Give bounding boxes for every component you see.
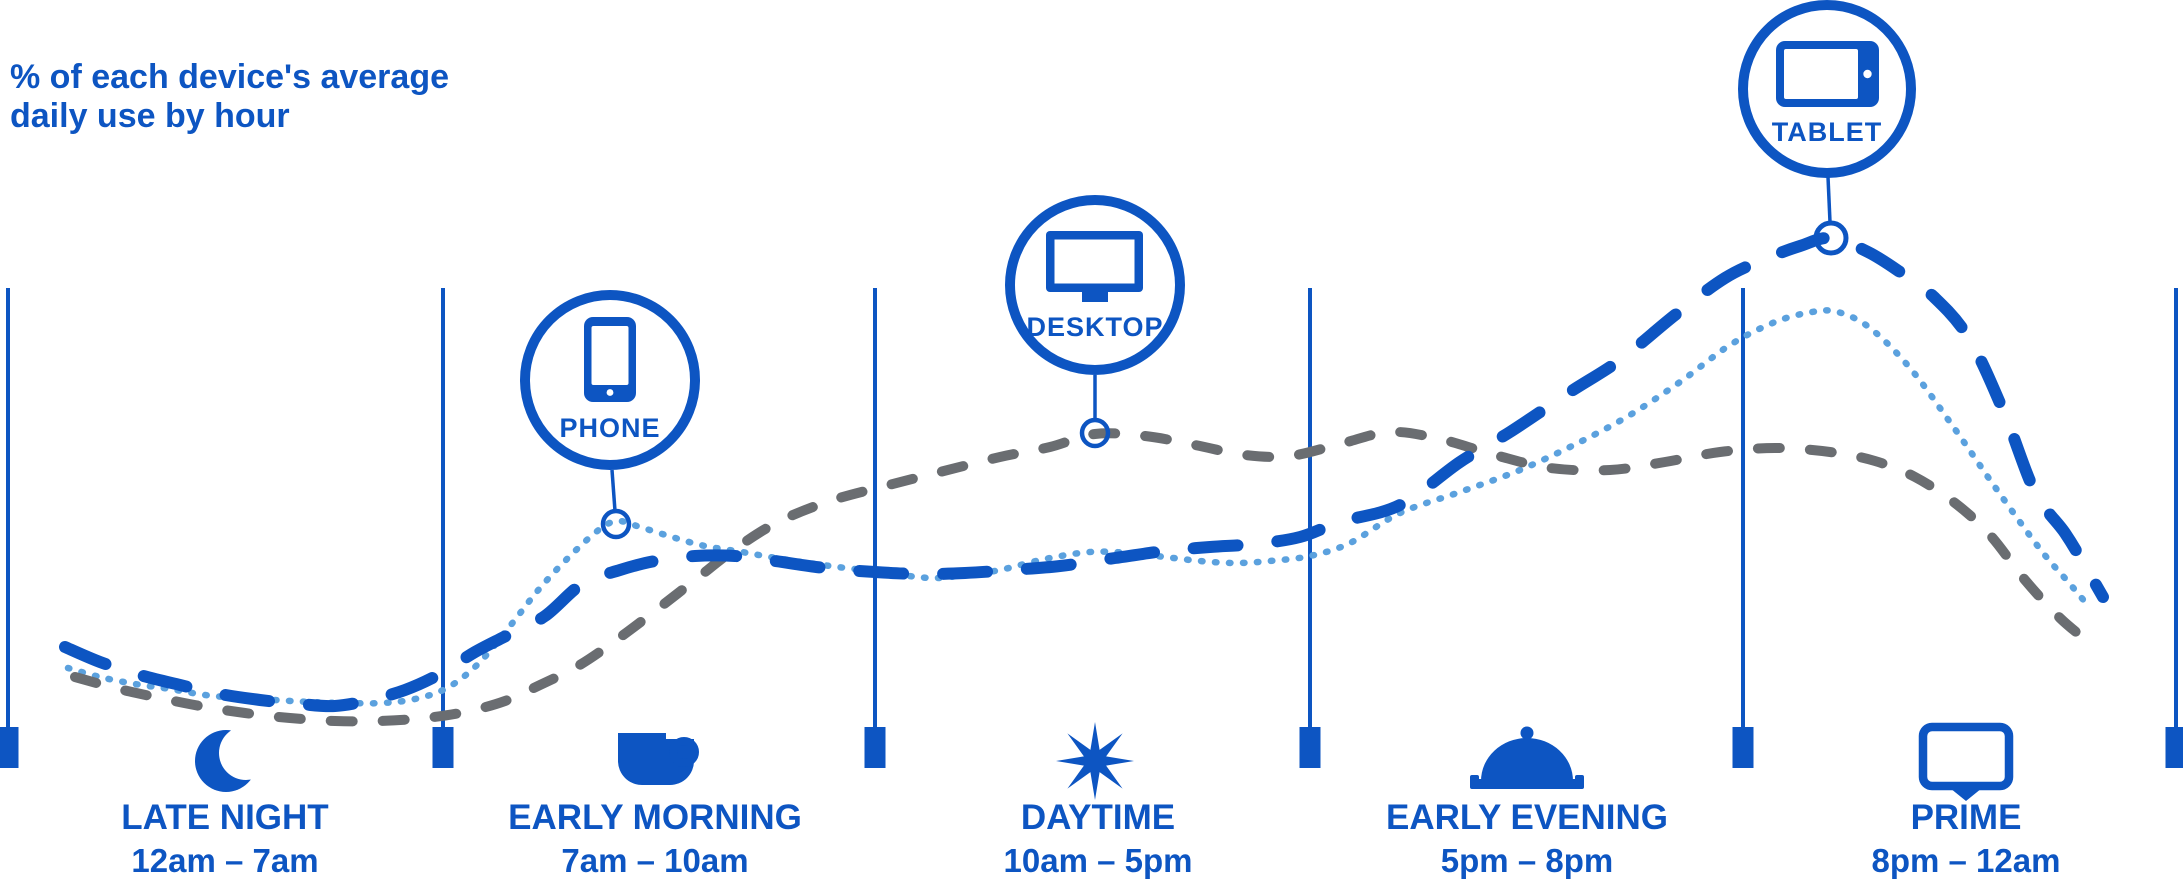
phone-leader-line [610,469,617,512]
period-label: DAYTIME [1020,798,1176,837]
tablet-badge: TABLET [1738,0,1916,178]
divider-tab-4 [1732,727,1754,768]
period-label: EARLY EVENING [1385,798,1669,837]
curve-tablet [59,231,2109,713]
monitor-icon [1046,231,1143,302]
phone-badge-label: PHONE [559,413,660,443]
divider-tab-5 [2165,727,2183,768]
period-time-range: 12am – 7am [131,842,319,879]
desktop-badge: DESKTOP [1005,195,1185,375]
period-daytime: DAYTIME 10am – 5pm [878,798,1318,880]
tablet-leader-line [1826,176,1832,223]
tablet-curve-marker [1813,220,1849,256]
period-label: PRIME [1910,798,2022,837]
period-time-range: 8pm – 12am [1871,842,2061,879]
smartphone-icon [584,317,636,402]
divider-tab-0 [0,727,19,768]
divider-tab-2 [864,727,886,768]
period-early-evening: EARLY EVENING 5pm – 8pm [1307,798,1747,880]
moon-icon [195,726,273,792]
curve-desktop [70,426,2095,727]
tv-icon [1918,722,2014,801]
cloche-icon [1470,726,1584,789]
tablet-icon [1776,41,1879,107]
sun-icon [1056,722,1134,800]
period-late-night: LATE NIGHT 12am – 7am [5,798,445,880]
period-dividers [0,288,2183,768]
device-usage-curves [59,231,2109,727]
period-early-morning: EARLY MORNING 7am – 10am [435,798,875,880]
curve-markers [600,176,1849,540]
period-label: EARLY MORNING [508,798,802,837]
phone-curve-marker [600,508,632,540]
period-time-range: 7am – 10am [561,842,749,879]
period-time-range: 5pm – 8pm [1440,842,1614,879]
divider-tab-3 [1299,727,1321,768]
period-prime: PRIME 8pm – 12am [1746,798,2183,880]
period-time-range: 10am – 5pm [1003,842,1193,879]
tablet-badge-label: TABLET [1772,117,1882,147]
coffee-cup-icon [618,731,699,785]
divider-tab-1 [432,727,454,768]
page-title: % of each device's average daily use by … [10,58,449,135]
phone-badge: PHONE [520,290,700,470]
desktop-badge-label: DESKTOP [1026,312,1163,342]
desktop-curve-marker [1079,417,1111,449]
period-label: LATE NIGHT [121,798,329,837]
